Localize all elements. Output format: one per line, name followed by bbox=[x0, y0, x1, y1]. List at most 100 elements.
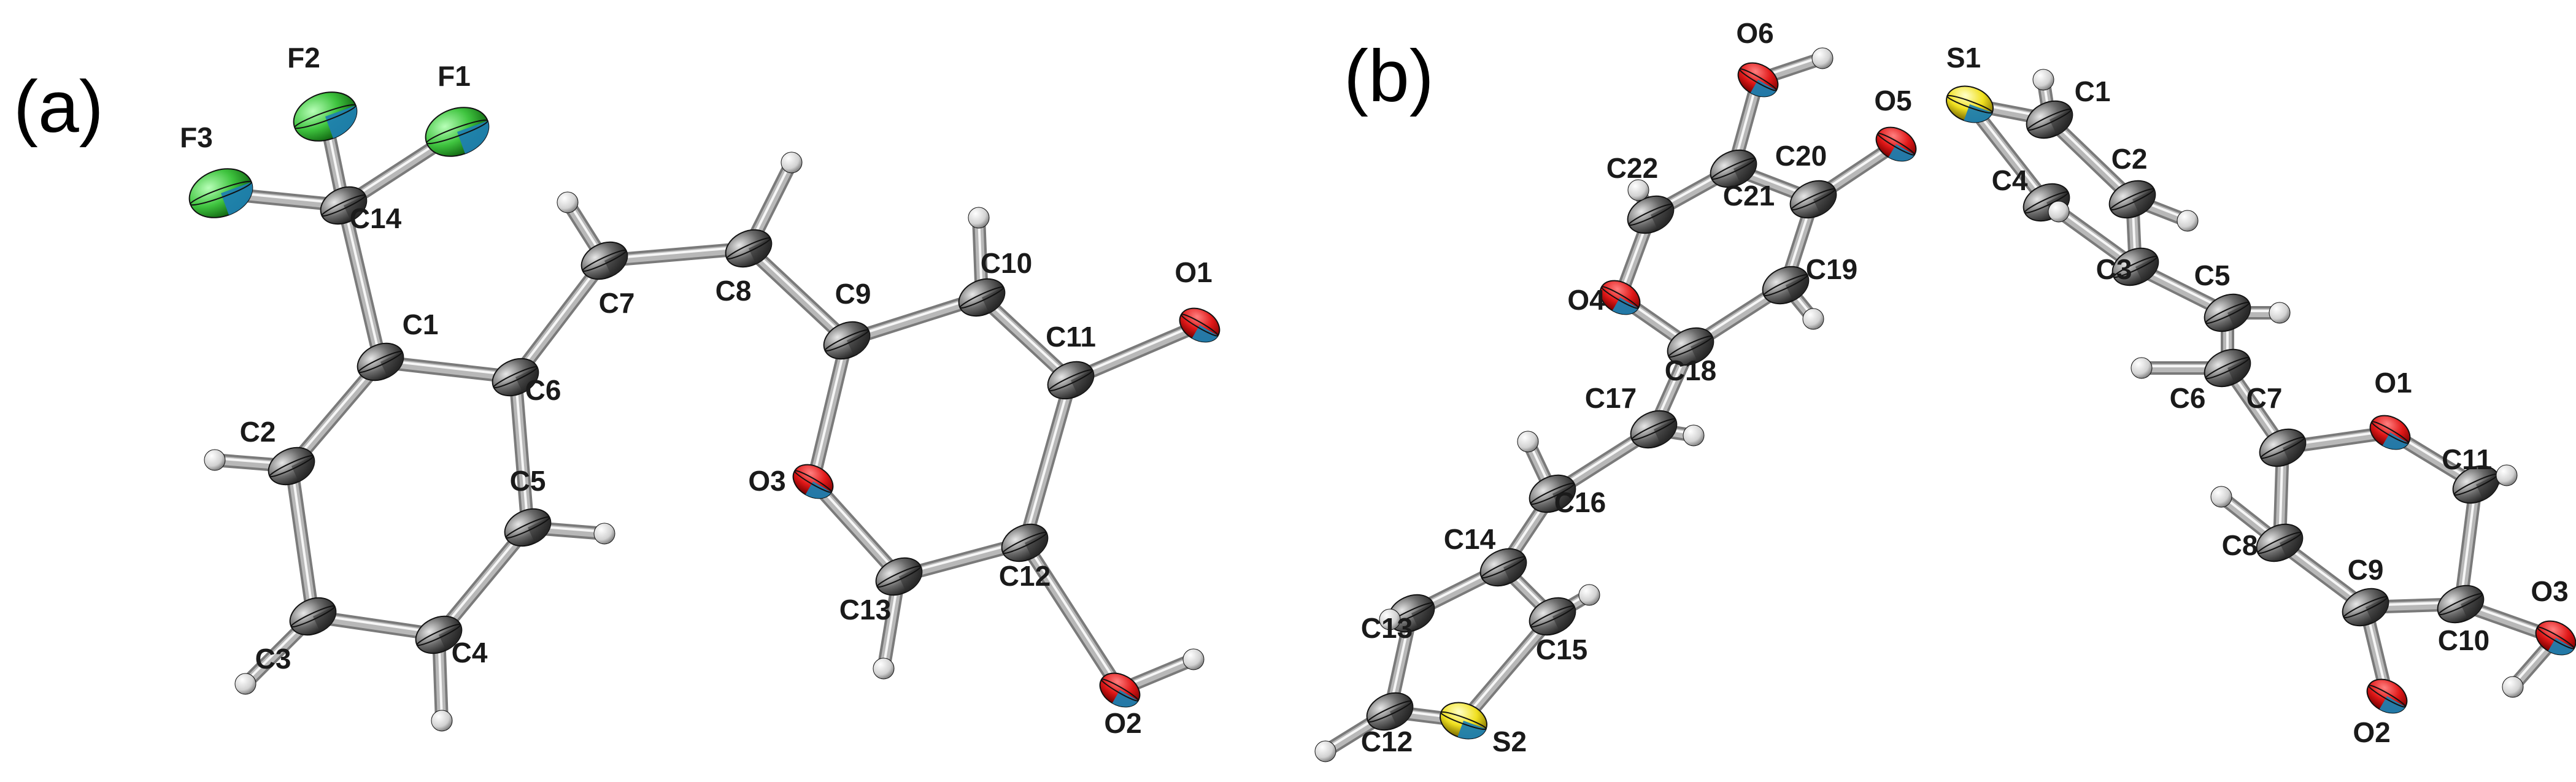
panel-b-atom-octant-C21 bbox=[1733, 158, 1757, 185]
panel-a-atom-C3 bbox=[289, 597, 337, 636]
panel-b-atom-octant-C3 bbox=[2135, 256, 2159, 283]
panel-a-bond-highlight-C8-C9 bbox=[744, 244, 851, 345]
panel-b-atom-principal-ring-C16 bbox=[1530, 482, 1575, 505]
panel-a-atom-octant-C14 bbox=[344, 195, 367, 221]
panel-a-bond-shine-C5-C6 bbox=[514, 374, 529, 527]
panel-a-atom-C4 bbox=[415, 615, 463, 654]
panel-b-atom-O3 bbox=[2535, 620, 2576, 656]
panel-b-atom-octant-C11 bbox=[2476, 474, 2499, 500]
panel-a-atom-octant-O2 bbox=[1112, 690, 1138, 707]
panel-b-atom-principal-ring-C7 bbox=[2260, 436, 2305, 459]
panel-a-atom-label-C5: C5 bbox=[510, 465, 546, 497]
panel-b-atom-H15 bbox=[1578, 584, 1600, 606]
panel-a-atom-principal-ring-C4 bbox=[416, 623, 461, 646]
panel-a-atom-octant-C4 bbox=[439, 624, 462, 651]
panel-b-atom-ellipsoid-H13 bbox=[1379, 608, 1401, 631]
panel-a-atom-octant-C1 bbox=[380, 351, 404, 378]
panel-b-atom-H13 bbox=[1379, 608, 1401, 631]
panel-a-atom-label-F3: F3 bbox=[180, 121, 213, 153]
panel-b-atom-label-C17: C17 bbox=[1585, 382, 1637, 414]
panel-a-atom-H2 bbox=[204, 449, 226, 471]
panel-b-atom-label-C6: C6 bbox=[2170, 382, 2206, 414]
panel-b-atom-principal-ring-C21 bbox=[1711, 157, 1756, 180]
panel-b-atom-H17 bbox=[1683, 424, 1705, 447]
panel-a-atom-O2 bbox=[1099, 672, 1141, 708]
panel-a-atom-label-C9: C9 bbox=[835, 278, 871, 310]
panel-a-atom-octant-F2 bbox=[325, 105, 357, 139]
panel-a-atom-octant-C2 bbox=[291, 456, 315, 482]
panel-b-atom-octant-O1 bbox=[2382, 432, 2408, 450]
panel-b-atom-ellipsoid-H16 bbox=[1517, 431, 1539, 453]
panel-b-atom-principal-ring-C17 bbox=[1631, 418, 1676, 441]
panel-a-atom-ellipsoid-H7 bbox=[557, 191, 579, 213]
panel-a-atom-label-C1: C1 bbox=[403, 309, 439, 340]
panel-a-atom-principal-ring-C9 bbox=[824, 329, 870, 352]
panel-b-atom-C17 bbox=[1630, 410, 1678, 449]
panel-b-atom-label-C4: C4 bbox=[1992, 164, 2028, 196]
panel-a-atom-C8 bbox=[725, 229, 773, 268]
panel-b-atom-C16 bbox=[1529, 474, 1576, 513]
panel-a-atom-octant-C9 bbox=[847, 330, 870, 356]
panel-a-atom-label-F2: F2 bbox=[287, 42, 320, 74]
panel-b-atom-label-O2: O2 bbox=[2353, 716, 2390, 748]
panel-a-atom-octant-O1 bbox=[1192, 325, 1218, 342]
panel-b-atom-label-C7: C7 bbox=[2246, 382, 2283, 414]
panel-b-atom-octant-C16 bbox=[1552, 483, 1576, 510]
panel-a-bond-highlight-C10-C11 bbox=[978, 293, 1075, 385]
panel-b-atom-label-S2: S2 bbox=[1492, 726, 1527, 757]
panel-b-atom-octant-O3 bbox=[2548, 638, 2574, 655]
panel-a-bond-shine-O3-C9 bbox=[812, 337, 848, 481]
panel-b-atom-principal-ring-C8 bbox=[2257, 531, 2302, 554]
panel-b-atom-principal-ring-C15 bbox=[1530, 605, 1575, 628]
panel-a-atom-label-C4: C4 bbox=[452, 637, 488, 669]
panel-a-atoms bbox=[188, 91, 1221, 732]
panel-b-atom-C1 bbox=[2026, 100, 2073, 139]
panel-a-atom-label-C13: C13 bbox=[839, 594, 891, 626]
panel-a-atom-label-O1: O1 bbox=[1174, 256, 1212, 288]
panel-b-atom-octant-C6 bbox=[2227, 358, 2251, 384]
panel-b-atom-O2 bbox=[2366, 678, 2408, 714]
panel-b-atom-O4 bbox=[1599, 280, 1641, 315]
panel-a-bond-shine-C2-C3 bbox=[290, 463, 314, 616]
panel-b-atom-H2 bbox=[2177, 210, 2199, 232]
panel-b-atom-C6 bbox=[2204, 348, 2251, 388]
panel-b-atom-principal-ring-C22 bbox=[1628, 203, 1673, 226]
panel-a-atom-octant-C13 bbox=[899, 566, 922, 592]
panel-b-atom-octant-C13 bbox=[1411, 603, 1435, 629]
panel-b-atom-label-C8: C8 bbox=[2222, 529, 2258, 561]
panel-a-atom-principal-ring-C7 bbox=[582, 249, 627, 272]
panel-b-atom-ellipsoid-H19 bbox=[1802, 308, 1824, 330]
panel-b-atom-S2 bbox=[1440, 702, 1487, 740]
panel-b-atom-octant-C7 bbox=[2283, 437, 2306, 464]
panel-b-atom-label-C11: C11 bbox=[2442, 443, 2492, 475]
panel-b-atom-octant-O4 bbox=[1612, 297, 1638, 315]
panel-a-atom-octant-O3 bbox=[805, 481, 831, 499]
panel-a-bond-highlight-C13-O3 bbox=[809, 477, 903, 581]
panel-a-label: (a) bbox=[13, 66, 104, 148]
panel-b-atom-octant-C1 bbox=[2050, 109, 2073, 136]
panel-b-atom-label-C19: C19 bbox=[1806, 253, 1857, 285]
panel-b-atom-label-S1: S1 bbox=[1946, 42, 1981, 74]
panel-b-atom-principal-ring-C20 bbox=[1791, 188, 1836, 211]
panel-b-atom-octant-S1 bbox=[1964, 104, 1992, 123]
panel-b-atom-C14 bbox=[1479, 548, 1527, 587]
panel-a-atom-label-F1: F1 bbox=[438, 60, 471, 92]
panel-b-atom-C18 bbox=[1667, 327, 1714, 366]
panel-b-label: (b) bbox=[1344, 35, 1434, 117]
panel-b-atom-C12 bbox=[1366, 692, 1414, 731]
panel-b-atom-S1 bbox=[1946, 85, 1994, 123]
panel-a-atom-principal-ring-C14 bbox=[321, 194, 366, 217]
panel-a-atom-octant-C5 bbox=[528, 517, 551, 543]
panel-a-bond-shine-C11-C12 bbox=[1024, 377, 1072, 542]
panel-b-atom-O1 bbox=[2369, 415, 2411, 450]
panel-b-atom-principal-ring-O5 bbox=[1877, 132, 1915, 156]
panel-b-bond-highlight-C1-C2 bbox=[2045, 115, 2137, 204]
panel-a-atom-C12 bbox=[1001, 523, 1049, 562]
panel-a-atom-C5 bbox=[504, 508, 552, 547]
panel-b-atom-principal-ring-C10 bbox=[2438, 592, 2483, 616]
panel-b-atom-label-O5: O5 bbox=[1874, 85, 1911, 117]
panel-a-atom-ellipsoid-H13 bbox=[873, 657, 895, 680]
panel-a-bond-shine-C12-O2 bbox=[1024, 540, 1121, 689]
